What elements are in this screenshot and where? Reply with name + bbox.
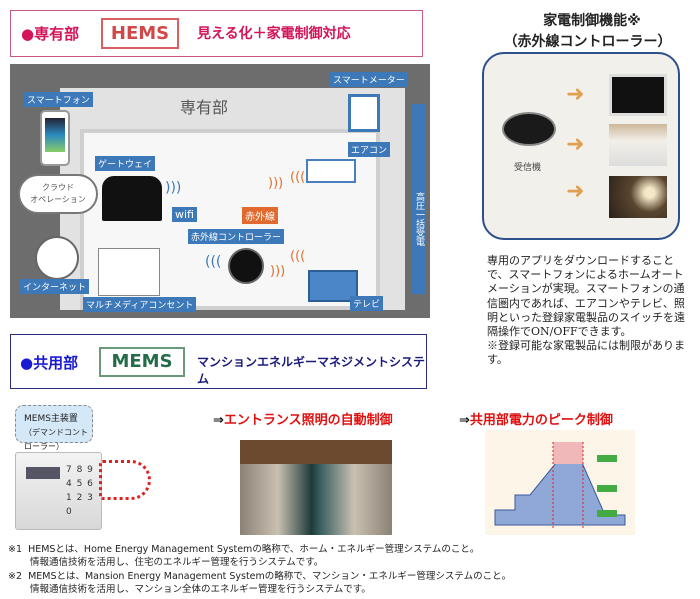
ir-wave-icon: ))) [268,176,284,191]
hems-header: ●専有部 HEMS 見える化＋家電制御対応 [10,10,423,57]
wifi-wave-icon: ))) [165,180,182,196]
key-row: 4 5 6 [66,479,94,489]
footnote-line: 情報通信技術を活用し、マンション全体のエネルギー管理を行うシステムです。 [30,584,371,595]
ir-feature-illustration: 受信機 ➜ ➜ ➜ [482,52,680,240]
description-text: 専用のアプリをダウンロードすることで、スマートフォンによるホームオートメーション… [487,254,685,339]
mems-device-label: MEMS主装置 （デマンドコントローラー） [15,405,93,451]
receiver-label: 受信機 [514,163,542,173]
peak-control-chart-image [485,430,635,535]
mems-logo: MEMS [99,347,185,377]
ceiling [240,440,392,464]
arrow-icon: ➜ [566,132,585,157]
multimedia-outlet-icon [98,248,160,296]
footnote-2: ※2 MEMSとは、Mansion Energy Management Syst… [8,570,511,596]
ir-wave-icon: ((( [290,170,306,185]
room-title: 専有部 [180,98,229,117]
smart-meter-label: スマートメーター [330,72,408,87]
dotted-arrow-icon [99,460,151,500]
gateway-label: ゲートウェイ [95,156,156,171]
footnote-line: 情報通信技術を活用し、住宅のエネルギー管理を行うシステムです。 [30,557,324,568]
tv-label: テレビ [350,296,384,311]
key-row: 1 2 3 [66,493,94,503]
entrance-heading: ⇒エントランス照明の自動制御 [213,409,393,428]
high-voltage-label: 高圧一括受電 [412,104,426,294]
footnote-line: MEMSとは、Mansion Energy Management Systemの… [28,571,512,582]
footnote-mark: ※1 [8,544,23,555]
key-row: 0 [66,507,73,517]
aircon-icon [306,159,356,183]
key-row: 7 8 9 [66,465,94,475]
ir-feature-title: 家電制御機能※ [543,13,641,29]
ir-feature-description: 専用のアプリをダウンロードすることで、スマートフォンによるホームオートメーション… [487,254,687,368]
gateway-icon [102,176,162,221]
lighting-photo [609,176,667,218]
ir-wave-icon: ))) [270,264,286,279]
aircon-photo [609,124,667,166]
multimedia-outlet-label: マルチメディアコンセント [83,297,197,312]
cloud-icon: クラウドオペレーション [18,174,98,214]
smartphone-icon [40,110,70,166]
device-screen [26,467,60,479]
hems-diagram: 専有部 スマートフォン クラウドオペレーション インターネット ゲートウェイ )… [10,64,430,318]
arrow-icon: ➜ [566,179,585,204]
device-label-line1: MEMS主装置 [24,414,78,424]
smartphone-label: スマートフォン [24,92,93,107]
device-label-line2: （デマンドコントローラー） [24,428,88,451]
device-keypad: 7 8 9 4 5 6 1 2 3 0 [66,463,94,519]
peak-heading-text: 共用部電力のピーク制御 [469,413,613,428]
entrance-heading-text: エントランス照明の自動制御 [223,413,393,428]
footnote-mark: ※2 [8,571,23,582]
arrow-glyph: ⇒ [459,413,470,428]
tv-photo [609,74,667,116]
infrared-label: 赤外線 [242,207,278,224]
aircon-label: エアコン [348,142,391,157]
hems-section-title: ●専有部 [21,25,80,43]
mems-section-title: ●共用部 [20,354,79,372]
internet-label: インターネット [20,279,90,294]
ir-wave-icon: ((( [290,249,306,264]
demand-controller-image: 7 8 9 4 5 6 1 2 3 0 [15,452,102,530]
hems-tagline: 見える化＋家電制御対応 [197,26,351,42]
arrow-glyph: ⇒ [213,413,224,428]
peak-heading: ⇒共用部電力のピーク制御 [459,409,613,428]
cloud-label-1: クラウド [42,183,74,192]
footnote-1: ※1 HEMSとは、Home Energy Management Systemの… [8,543,479,569]
ir-feature-subtitle: （赤外線コントローラー） [503,34,672,50]
description-note: ※登録可能な家電製品には制限があります。 [487,339,685,367]
hems-logo: HEMS [101,18,179,49]
mems-tagline: マンションエネルギーマネジメントシステム [197,355,426,386]
arrow-icon: ➜ [566,82,585,107]
smart-meter-icon [348,94,380,132]
mems-header: ●共用部 MEMS マンションエネルギーマネジメントシステム [10,334,427,389]
ir-controller-icon [228,248,264,284]
globe-icon [35,236,79,280]
wifi-label: wifi [172,207,197,222]
peak-chart-graphic [494,442,626,528]
entrance-photo [240,440,392,535]
tv-icon [308,270,358,302]
signal-wave-icon: ((( [205,254,222,270]
footnote-line: HEMSとは、Home Energy Management Systemの略称で… [28,544,480,555]
ir-controller-label: 赤外線コントローラー [188,229,285,244]
cloud-label-2: オペレーション [30,195,86,204]
receiver-icon [502,112,556,146]
